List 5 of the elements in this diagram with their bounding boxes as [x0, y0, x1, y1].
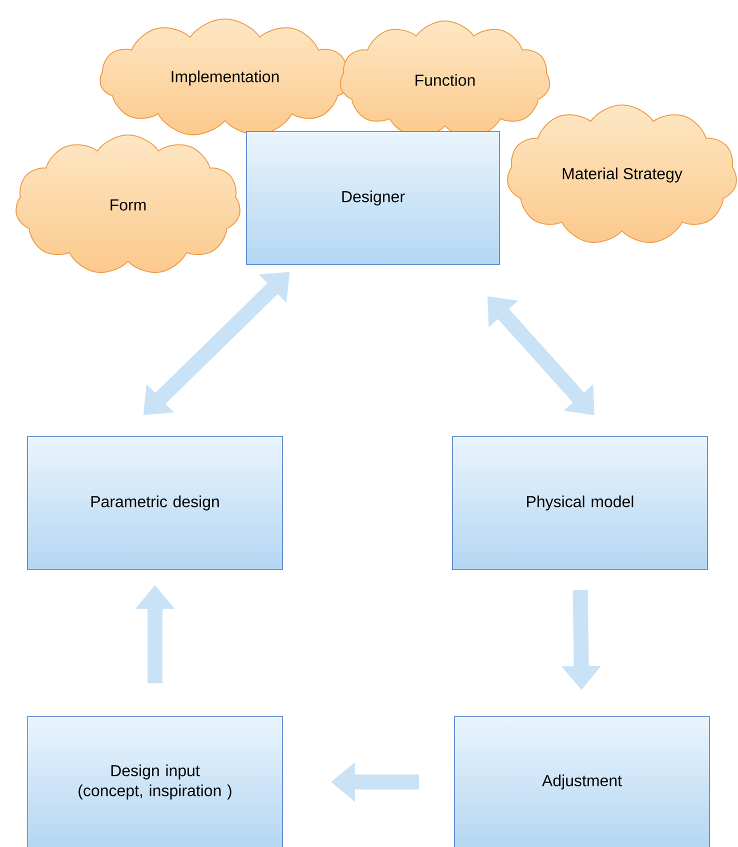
process-box: Physical model	[452, 436, 708, 570]
process-box: Adjustment	[454, 716, 710, 847]
process-box: Designer	[246, 131, 500, 265]
process-box: Design input (concept, inspiration )	[27, 716, 283, 847]
process-box: Parametric design	[27, 436, 283, 570]
